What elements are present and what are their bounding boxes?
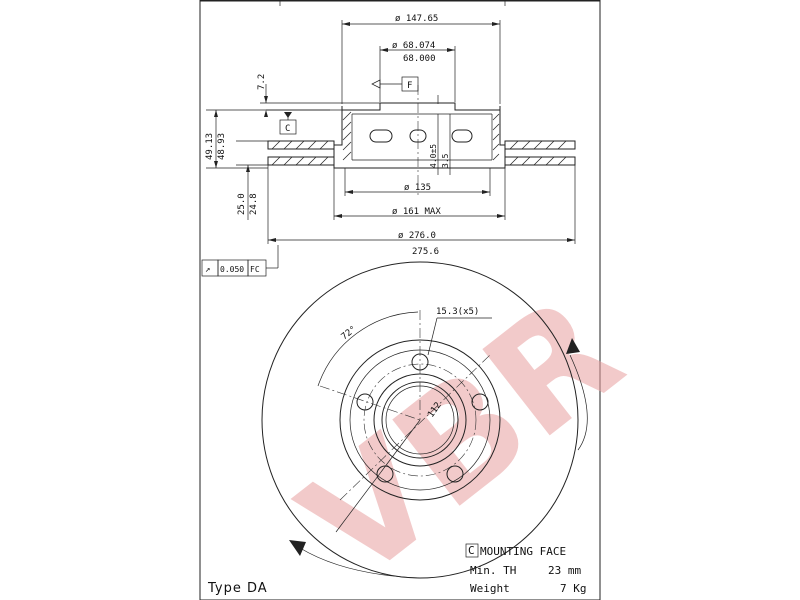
dim-angle: 72°	[340, 324, 359, 342]
dim-thickness-min: 24.8	[249, 193, 259, 215]
dim-total-height: 49.13	[205, 133, 215, 160]
svg-text:FC: FC	[250, 265, 260, 274]
dim-hole-size: 15.3(x5)	[436, 307, 479, 317]
dim-center-bore-max: ø 68.074	[392, 41, 435, 51]
dim-hat-offset: 7.2	[257, 74, 267, 90]
dim-center-bore-min: 68.000	[403, 54, 436, 64]
rotation-arrow-icon-2	[289, 540, 306, 556]
runout-tolerance: ↗ 0.050 FC	[201, 245, 279, 277]
datum-f-box	[401, 76, 419, 92]
runout-icon: ↗	[205, 265, 210, 275]
section-view: ø 147.65 ø 68.074 68.000 F 7.2 C 49.	[201, 14, 576, 277]
rotation-arrow-icon	[566, 338, 580, 354]
legend-weight-value: 7 Kg	[560, 582, 587, 595]
dim-max-dia: ø 161 MAX	[392, 207, 441, 217]
dim-hole-depth-2: 3.5	[441, 153, 450, 168]
datum-c-label: C	[285, 124, 290, 134]
dim-total-height-min: 48.93	[217, 133, 227, 160]
legend-min-th-value: 23 mm	[548, 564, 581, 577]
dim-outer-mounting-dia: ø 147.65	[395, 14, 438, 24]
drawing-frame	[199, 0, 601, 600]
legend-min-th-label: Min. TH	[470, 564, 516, 577]
dim-bolt-circle: ø 135	[404, 183, 431, 193]
type-label: Type DA	[207, 581, 268, 596]
legend-mounting-face: MOUNTING FACE	[480, 545, 566, 558]
datum-f-label: F	[407, 81, 412, 91]
legend-weight-label: Weight	[470, 582, 510, 595]
dim-outer-dia: ø 276.0	[398, 231, 436, 241]
svg-text:0.050: 0.050	[220, 265, 244, 274]
legend: C MOUNTING FACE Min. TH 23 mm Weight 7 K…	[465, 543, 587, 595]
legend-mounting-marker: C	[468, 544, 475, 557]
dim-hole-depth: 4.0±5	[429, 144, 438, 168]
dim-outer-dia-min: 275.6	[412, 247, 439, 257]
dim-thickness: 25.0	[237, 193, 247, 215]
